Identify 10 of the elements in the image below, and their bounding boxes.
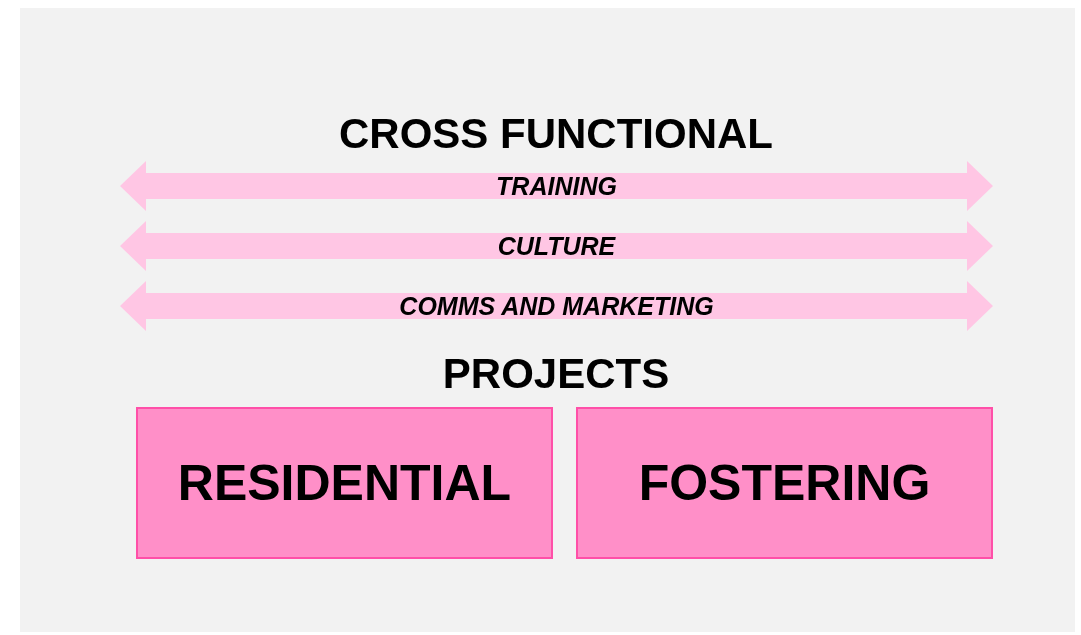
section-heading: CROSS FUNCTIONAL bbox=[339, 110, 773, 158]
section-heading: PROJECTS bbox=[442, 350, 670, 398]
double-arrow-band bbox=[120, 161, 993, 211]
project-box: RESIDENTIAL bbox=[136, 407, 553, 559]
project-box: FOSTERING bbox=[576, 407, 993, 559]
double-arrow-band bbox=[120, 281, 993, 331]
band-label: COMMS AND MARKETING bbox=[399, 291, 714, 321]
band-label: CULTURE bbox=[497, 231, 616, 261]
band-label: TRAINING bbox=[496, 171, 617, 201]
double-arrow-band bbox=[120, 221, 993, 271]
